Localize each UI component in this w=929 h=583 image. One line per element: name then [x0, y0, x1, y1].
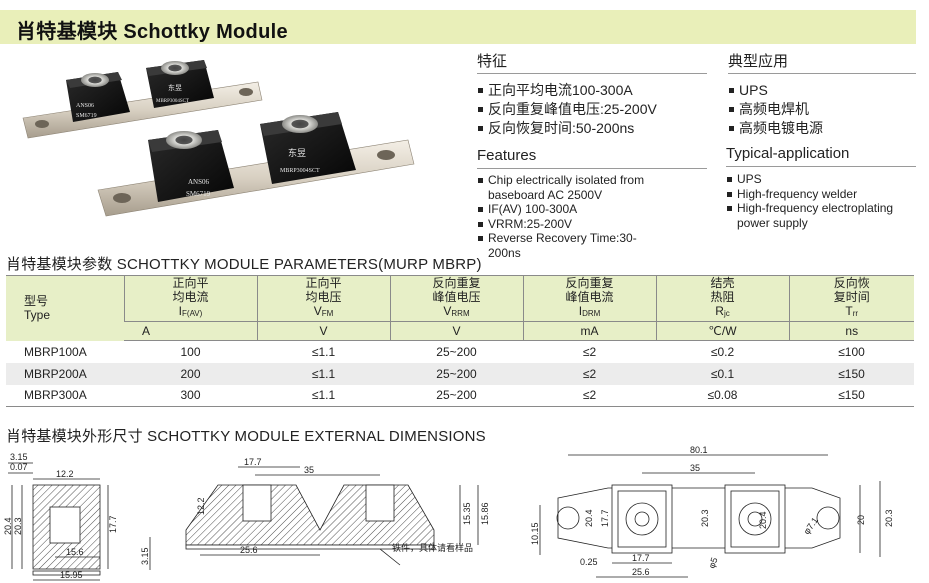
title-bar: 肖特基模块 Schottky Module [0, 10, 916, 44]
list-item: IF(AV) 100-300A [477, 202, 662, 217]
col-header-type: 型号 Type [6, 275, 124, 341]
label-brand-front: 东昱 [288, 147, 306, 158]
dim-top-d1: 80.1 [690, 445, 708, 455]
dim-top-d8: 0.25 [580, 557, 598, 567]
list-item: UPS [726, 172, 906, 187]
features-cn-list: 正向平均电流100-300A 反向重复峰值电压:25-200V 反向恢复时间:5… [477, 81, 707, 138]
dim-section-d1: 17.7 [244, 457, 262, 467]
top-view-drawing [539, 454, 881, 578]
page-title: 肖特基模块 Schottky Module [16, 21, 288, 43]
list-item: 反向重复峰值电压:25-200V [477, 100, 707, 119]
dim-top-d3: 20.4 [584, 509, 594, 527]
applications-cn: 典型应用 UPS 高频电焊机 高频电镀电源 [728, 50, 916, 138]
label-part-c: MBRP3004SCT [156, 99, 189, 104]
divider [726, 166, 916, 167]
dim-side-d7: 15.6 [66, 547, 84, 557]
label-part-b: SM6719 [76, 113, 97, 119]
applications-en-heading: Typical-application [726, 145, 850, 162]
dim-side-d6: 17.7 [108, 515, 118, 533]
dim-top-d6: 20.4 [758, 511, 768, 529]
unit-cell: V [389, 321, 523, 341]
list-item: 正向平均电流100-300A [477, 81, 707, 100]
module-front: ANS06 SM6719 东昱 MBRP3004SCT [97, 112, 415, 217]
dim-top-d4: 17.7 [600, 509, 610, 527]
dims-title: 肖特基模块外形尺寸 SCHOTTKY MODULE EXTERNAL DIMEN… [6, 428, 486, 445]
dim-top-d5: 20.3 [700, 509, 710, 527]
dim-side-d2: 0.07 [10, 462, 28, 472]
label-part-c-front: MBRP3004SCT [280, 168, 320, 174]
divider [477, 73, 707, 74]
list-item: High-frequency welder [726, 187, 906, 202]
product-photo: ANS06 SM6719 东昱 MBRP3004SCT ANS06 SM6719… [22, 60, 415, 217]
list-item: 高频电镀电源 [728, 119, 916, 138]
dim-top-d7: 10.15 [530, 522, 540, 545]
params-title: 肖特基模块参数 SCHOTTKY MODULE PARAMETERS(MURP … [6, 256, 482, 273]
dim-side-d4: 20.4 [3, 517, 13, 535]
section-note: 铁件，具体请看样品 [392, 542, 473, 553]
dim-section-d3: 12.2 [196, 497, 206, 515]
dim-top-d11: φ5 [706, 556, 719, 570]
dim-section-d2: 35 [304, 465, 314, 475]
applications-en: Typical-application UPS High-frequency w… [726, 145, 916, 230]
list-item: 高频电焊机 [728, 100, 916, 119]
list-item: VRRM:25-200V [477, 217, 662, 232]
list-item: 反向恢复时间:50-200ns [477, 119, 707, 138]
dim-top-d13: 20 [856, 515, 866, 525]
unit-cell: mA [522, 321, 656, 341]
unit-cell: ns [788, 321, 914, 341]
applications-cn-heading: 典型应用 [728, 53, 789, 70]
dim-side-d5: 20.3 [13, 517, 23, 535]
dim-side-d1: 3.15 [10, 452, 28, 462]
list-item: UPS [728, 81, 916, 100]
applications-en-list: UPS High-frequency welder High-frequency… [726, 172, 906, 230]
dim-section-d7: 3.15 [140, 547, 150, 565]
label-part-a: ANS06 [76, 103, 94, 109]
dim-section-d4: 15.35 [462, 502, 472, 525]
dim-top-d9: 17.7 [632, 553, 650, 563]
module-back: ANS06 SM6719 东昱 MBRP3004SCT [22, 60, 263, 139]
dimension-drawings: 3.15 0.07 12.2 20.4 20.3 17.7 15.6 15.95… [3, 445, 894, 581]
dim-top-d10: 25.6 [632, 567, 650, 577]
divider [477, 168, 707, 169]
dim-top-d14: 20.3 [884, 509, 894, 527]
list-item: Reverse Recovery Time:30-200ns [477, 231, 662, 260]
features-en-list: Chip electrically isolated from baseboar… [477, 173, 662, 260]
unit-cell: A [124, 321, 257, 341]
list-item: High-frequency electroplating power supp… [726, 201, 906, 230]
label-brand: 东昱 [168, 83, 182, 92]
label-part-a-front: ANS06 [188, 178, 210, 186]
dim-section-d5: 15.86 [480, 502, 490, 525]
applications-cn-list: UPS 高频电焊机 高频电镀电源 [728, 81, 916, 138]
side-view-drawing [8, 462, 109, 581]
features-cn-heading: 特征 [477, 53, 508, 70]
dim-side-d8: 15.95 [60, 570, 83, 580]
dim-side-d3: 12.2 [56, 469, 74, 479]
dim-top-d2: 35 [690, 463, 700, 473]
label-part-b-front: SM6719 [186, 190, 211, 198]
features-en: Features Chip electrically isolated from… [477, 147, 707, 260]
divider [728, 73, 916, 74]
section-view-drawing [149, 466, 479, 570]
features-cn: 特征 正向平均电流100-300A 反向重复峰值电压:25-200V 反向恢复时… [477, 50, 707, 138]
unit-cell: V [256, 321, 390, 341]
features-en-heading: Features [477, 147, 537, 164]
unit-cell: ℃/W [655, 321, 789, 341]
dim-section-d6: 25.6 [240, 545, 258, 555]
list-item: Chip electrically isolated from baseboar… [477, 173, 662, 202]
